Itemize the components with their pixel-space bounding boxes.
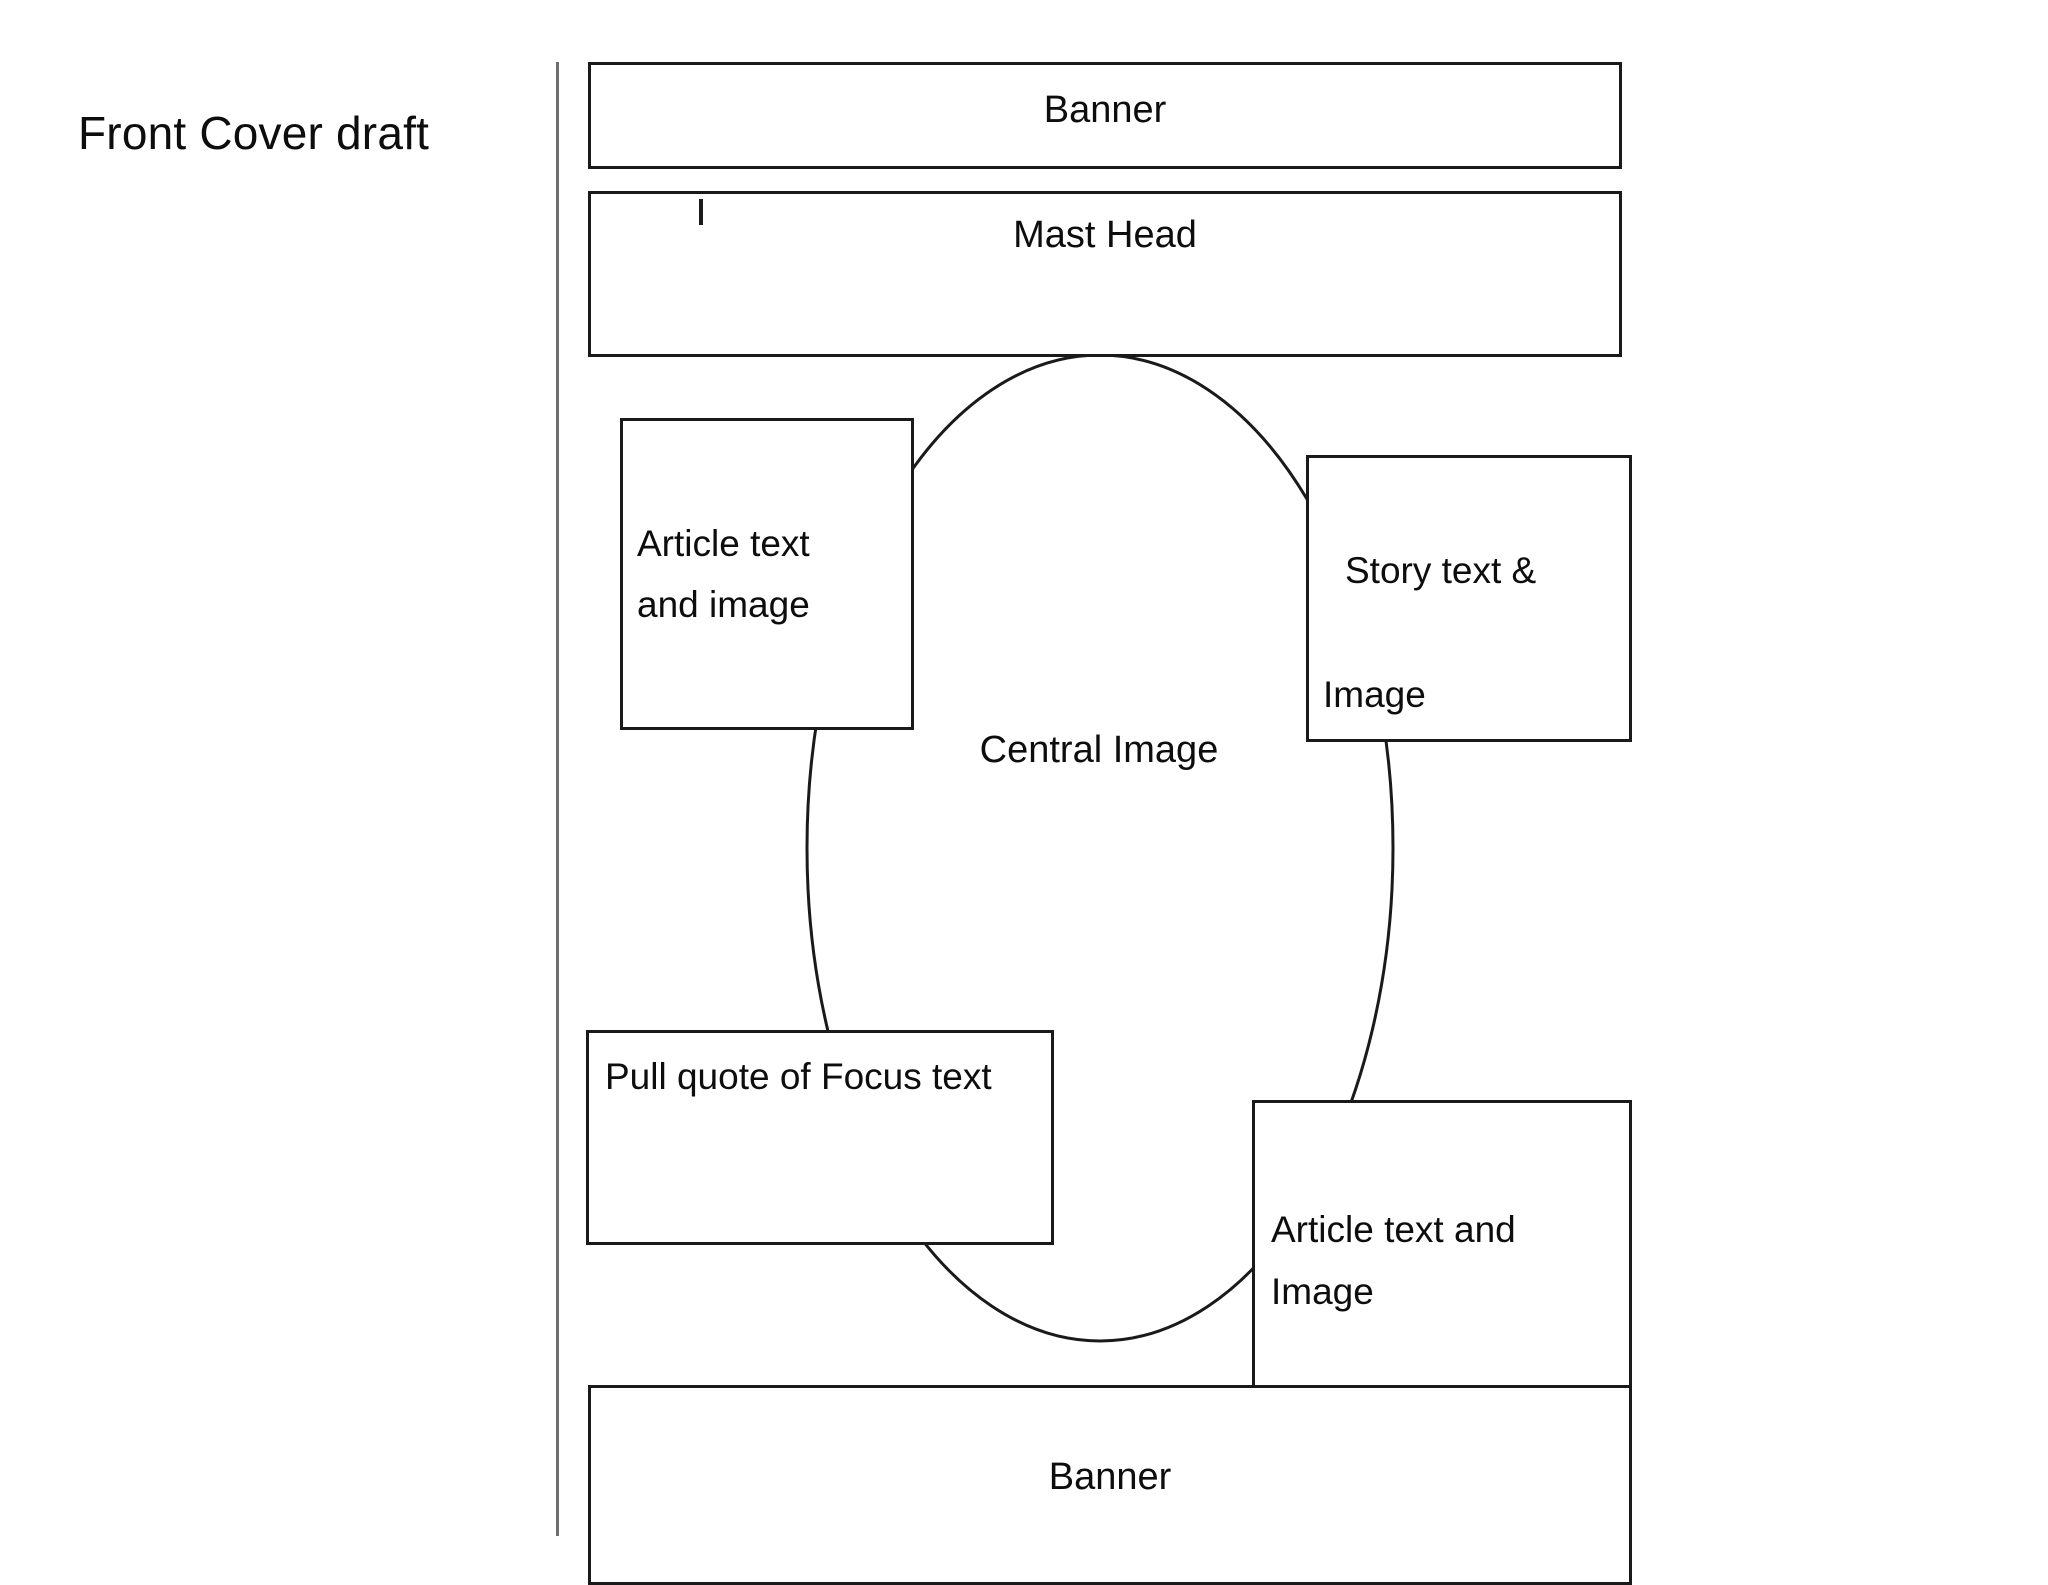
masthead-label: Mast Head bbox=[1013, 214, 1197, 256]
banner-bottom-label: Banner bbox=[1048, 1456, 1172, 1498]
story-right-line1: Story text & bbox=[1345, 550, 1537, 591]
central-image-label: Central Image bbox=[979, 729, 1219, 771]
banner-top-box[interactable]: Banner bbox=[588, 62, 1622, 169]
article-bottom-right-label: Article text and Image bbox=[1271, 1209, 1516, 1312]
pull-quote-label: Pull quote of Focus text bbox=[605, 1056, 992, 1097]
text-cursor-icon bbox=[699, 199, 703, 225]
article-left-label: Article text and image bbox=[637, 523, 810, 625]
article-left-box[interactable]: Article text and image bbox=[620, 418, 914, 730]
masthead-box[interactable]: Mast Head bbox=[588, 191, 1622, 357]
story-right-box[interactable]: Story text & Image bbox=[1306, 455, 1632, 742]
story-right-label: Story text & Image bbox=[1323, 478, 1536, 726]
pull-quote-box[interactable]: Pull quote of Focus text bbox=[586, 1030, 1054, 1245]
slide-canvas: Front Cover draft Central Image Banner M… bbox=[78, 62, 1632, 1585]
slide-title: Front Cover draft bbox=[78, 107, 430, 159]
story-right-line2: Image bbox=[1323, 674, 1426, 715]
article-bottom-right-box[interactable]: Article text and Image bbox=[1252, 1100, 1632, 1396]
page-boundary-rule bbox=[556, 62, 559, 1536]
banner-bottom-box[interactable]: Banner bbox=[588, 1385, 1632, 1585]
banner-top-label: Banner bbox=[1043, 89, 1167, 131]
